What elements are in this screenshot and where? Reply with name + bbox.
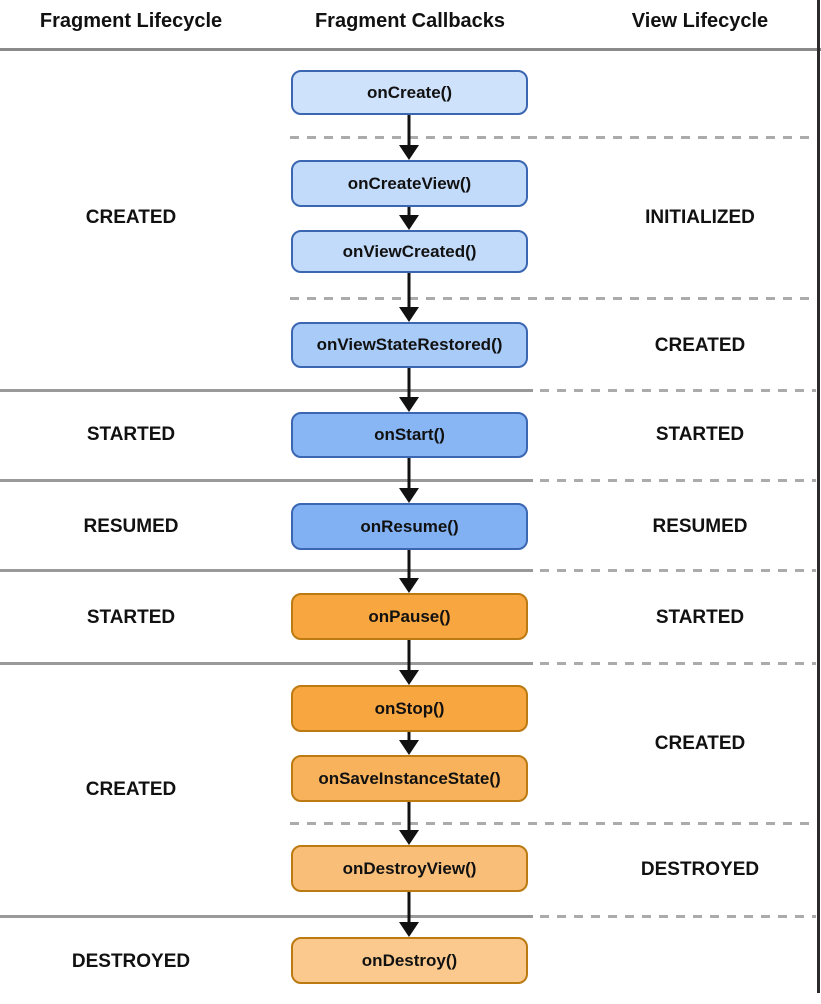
section-separator-6 [0,662,533,665]
view-state-destroyed-6: DESTROYED [640,859,760,880]
fragment-state-resumed-2: RESUMED [83,516,179,537]
section-separator-7 [290,822,816,825]
view-state-initialized-0: INITIALIZED [645,207,755,228]
callback-box-oncreate: onCreate() [291,70,528,115]
arrow-head [399,397,419,412]
section-separator-4 [540,479,816,482]
callback-box-ondestroy: onDestroy() [291,937,528,984]
down-arrow-icon [398,892,420,937]
down-arrow-icon [398,458,420,503]
fragment-state-created-0: CREATED [85,207,177,228]
callback-label: onStart() [374,425,445,444]
callback-label: onPause() [368,606,451,626]
view-state-started-4: STARTED [655,607,745,628]
callback-box-onstop: onStop() [291,685,528,732]
arrow-head [399,740,419,755]
arrow-head [399,215,419,230]
callback-box-onsaveinstancestate: onSaveInstanceState() [291,755,528,802]
callback-label: onViewStateRestored() [316,335,503,354]
arrow-shaft [407,802,411,833]
section-separator-4 [0,479,533,482]
down-arrow-icon [398,550,420,593]
section-separator-8 [0,915,533,918]
fragment-state-started-1: STARTED [86,424,176,445]
column-header-fragment-callbacks: Fragment Callbacks [314,10,506,32]
callback-label: onStop() [374,698,445,718]
fragment-state-started-3: STARTED [86,607,176,628]
down-arrow-icon [398,802,420,845]
view-state-created-1: CREATED [654,335,746,356]
section-separator-6 [540,662,816,665]
arrow-shaft [407,640,411,673]
callback-label: onResume() [360,516,459,536]
callback-box-onviewcreated: onViewCreated() [291,230,528,273]
callback-box-ondestroyview: onDestroyView() [291,845,528,892]
section-separator-3 [0,389,533,392]
section-separator-5 [540,569,816,572]
arrow-head [399,307,419,322]
down-arrow-icon [398,368,420,412]
callback-label: onCreate() [366,82,452,102]
callback-box-onresume: onResume() [291,503,528,550]
arrow-shaft [407,207,411,218]
arrow-head [399,578,419,593]
section-separator-8 [540,915,816,918]
view-state-resumed-3: RESUMED [652,516,748,537]
down-arrow-icon [398,640,420,685]
column-header-view-lifecycle: View Lifecycle [631,10,769,32]
arrow-head [399,488,419,503]
arrow-shaft [407,550,411,581]
arrow-shaft [407,273,411,310]
down-arrow-icon [398,273,420,322]
arrow-shaft [407,892,411,925]
section-separator-1 [290,136,816,139]
section-separator-3 [540,389,816,392]
arrow-head [399,670,419,685]
callback-label: onViewCreated() [342,241,477,261]
arrow-head [399,145,419,160]
down-arrow-icon [398,115,420,160]
arrow-shaft [407,368,411,400]
callback-box-onstart: onStart() [291,412,528,458]
page-right-border [817,0,820,993]
view-state-created-5: CREATED [654,733,746,754]
fragment-state-created-4: CREATED [85,779,177,800]
view-state-started-2: STARTED [655,424,745,445]
section-separator-5 [0,569,533,572]
callback-label: onCreateView() [347,173,472,193]
arrow-head [399,830,419,845]
section-separator-0 [0,48,821,51]
callback-label: onDestroyView() [342,858,477,878]
section-separator-2 [290,297,816,300]
callback-box-oncreateview: onCreateView() [291,160,528,207]
down-arrow-icon [398,207,420,230]
callback-label: onDestroy() [361,950,458,970]
arrow-head [399,922,419,937]
column-header-fragment-lifecycle: Fragment Lifecycle [39,10,223,32]
down-arrow-icon [398,732,420,755]
callback-box-onviewstaterestored: onViewStateRestored() [291,322,528,368]
arrow-shaft [407,458,411,491]
arrow-shaft [407,732,411,743]
callback-box-onpause: onPause() [291,593,528,640]
fragment-state-destroyed-5: DESTROYED [71,951,191,972]
callback-label: onSaveInstanceState() [318,768,501,788]
arrow-shaft [407,115,411,148]
